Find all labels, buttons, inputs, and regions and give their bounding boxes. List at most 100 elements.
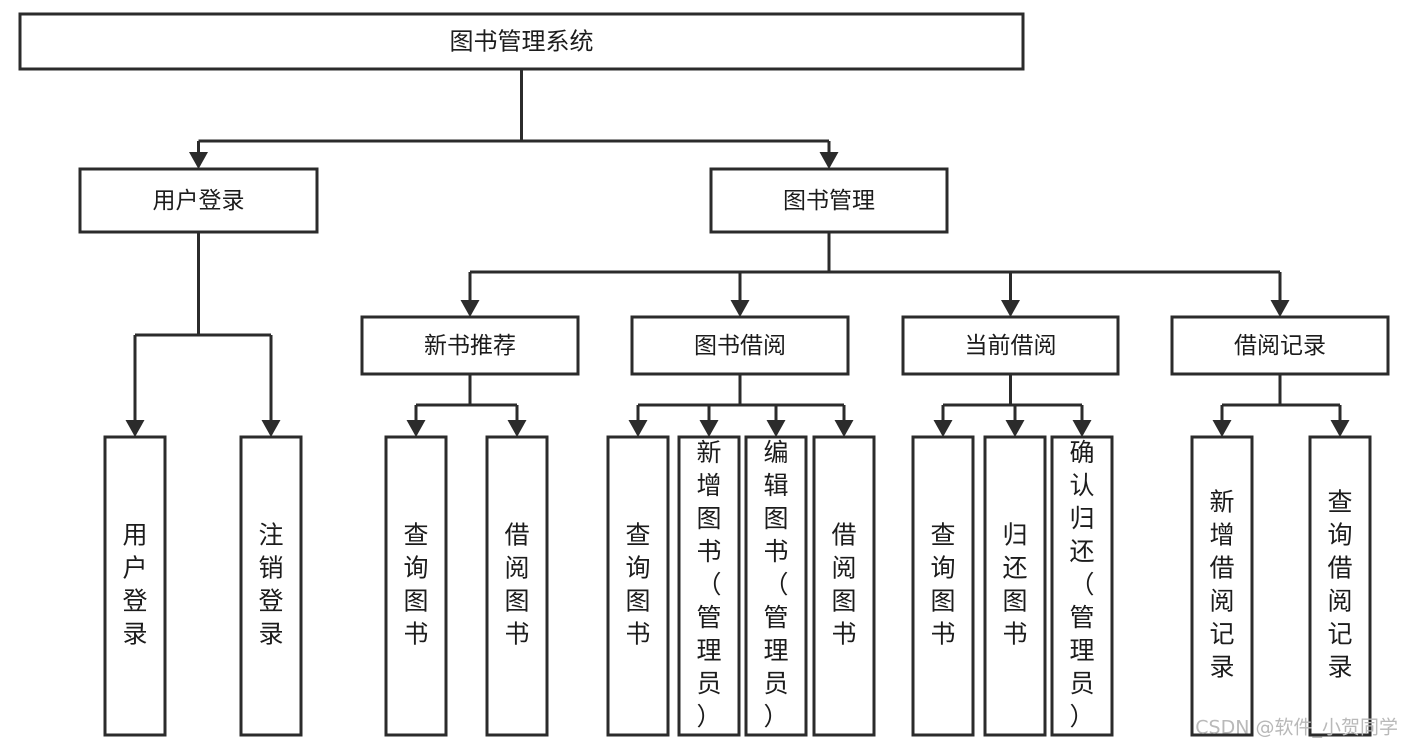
leaf-node-12-box[interactable]: [1190, 435, 1254, 737]
leaf-char: 查: [403, 521, 428, 550]
leaf-char: 书: [831, 620, 856, 649]
level2-node-1-box[interactable]: [78, 167, 319, 234]
leaf-char: 图: [403, 587, 428, 616]
node-layer: 图书管理系统用户登录图书管理新书推荐图书借阅当前借阅借阅记录用户登录注销登录查询…: [18, 12, 1390, 737]
leaf-char: 借: [504, 521, 529, 550]
leaf-node-8-box[interactable]: [812, 435, 876, 737]
arrow-head-icon: [460, 300, 480, 317]
arrow-head-icon: [406, 420, 426, 437]
arrow-head-icon: [834, 420, 854, 437]
leaf-node-10-box[interactable]: [983, 435, 1047, 737]
leaf-char: 员: [763, 669, 788, 698]
leaf-node-1-box[interactable]: [103, 435, 167, 737]
leaf-char: 书: [930, 620, 955, 649]
arrow-head-icon: [1330, 420, 1350, 437]
leaf-node-2-box[interactable]: [239, 435, 303, 737]
leaf-char: 询: [1327, 521, 1352, 550]
leaf-char: 询: [930, 554, 955, 583]
level3-node-4-label: 借阅记录: [1234, 333, 1326, 359]
leaf-node-7-box[interactable]: [744, 435, 808, 737]
level3-node-2-label: 图书借阅: [694, 333, 786, 359]
leaf-char: 阅: [1327, 587, 1352, 616]
arrow-head-icon: [189, 152, 208, 169]
leaf-node-11-box[interactable]: [1050, 435, 1114, 737]
leaf-char: 图: [1002, 587, 1027, 616]
leaf-char: 管: [1069, 603, 1094, 632]
leaf-char: 书: [1002, 620, 1027, 649]
leaf-char: （: [1069, 570, 1094, 599]
leaf-node-5-box[interactable]: [606, 435, 670, 737]
connector-layer: [125, 69, 1350, 437]
level2-node-2-label: 图书管理: [783, 188, 875, 214]
leaf-node-1-label: 用户登录: [122, 521, 147, 649]
leaf-char: 编: [763, 438, 788, 467]
leaf-char: 录: [1327, 653, 1352, 682]
leaf-char: 书: [504, 620, 529, 649]
leaf-char: 借: [1209, 554, 1234, 583]
leaf-char: 图: [831, 587, 856, 616]
leaf-char: 图: [763, 504, 788, 533]
leaf-char: 增: [696, 471, 721, 500]
arrow-head-icon: [1270, 300, 1290, 317]
arrow-head-icon: [730, 300, 750, 317]
level3-node-4-box[interactable]: [1170, 315, 1390, 376]
leaf-char: 还: [1069, 537, 1094, 566]
leaf-char: 记: [1209, 620, 1234, 649]
leaf-char: 归: [1069, 504, 1094, 533]
arrow-head-icon: [125, 420, 145, 437]
leaf-char: ）: [696, 702, 721, 731]
leaf-char: 阅: [1209, 587, 1234, 616]
level2-node-2-box[interactable]: [709, 167, 949, 234]
leaf-char: ）: [763, 702, 788, 731]
level3-node-1-box[interactable]: [360, 315, 580, 376]
level3-node-1-label: 新书推荐: [424, 333, 516, 359]
leaf-char: 销: [258, 554, 283, 583]
arrow-head-icon: [766, 420, 786, 437]
leaf-char: （: [696, 570, 721, 599]
leaf-char: 认: [1069, 471, 1094, 500]
leaf-char: 理: [763, 636, 788, 665]
leaf-char: 用: [122, 521, 147, 550]
level3-node-2-box[interactable]: [630, 315, 850, 376]
arrow-head-icon: [699, 420, 719, 437]
leaf-char: 员: [1069, 669, 1094, 698]
leaf-char: 书: [403, 620, 428, 649]
leaf-char: 管: [696, 603, 721, 632]
leaf-char: 阅: [831, 554, 856, 583]
level3-node-3-box[interactable]: [901, 315, 1120, 376]
leaf-char: 新: [696, 438, 721, 467]
leaf-char: 户: [122, 554, 147, 583]
arrow-head-icon: [507, 420, 527, 437]
leaf-char: 录: [122, 620, 147, 649]
leaf-node-13-box[interactable]: [1308, 435, 1372, 737]
leaf-node-6-box[interactable]: [677, 435, 741, 737]
leaf-char: 录: [1209, 653, 1234, 682]
leaf-char: 询: [403, 554, 428, 583]
arrow-head-icon: [1212, 420, 1232, 437]
arrow-head-icon: [1001, 300, 1020, 317]
root-node-label: 图书管理系统: [450, 28, 594, 56]
leaf-char: 查: [625, 521, 650, 550]
leaf-node-3-box[interactable]: [384, 435, 448, 737]
root-node-box[interactable]: [18, 12, 1025, 71]
leaf-char: 还: [1002, 554, 1027, 583]
leaf-char: 新: [1209, 488, 1234, 517]
leaf-node-9-box[interactable]: [911, 435, 975, 737]
leaf-char: 借: [1327, 554, 1352, 583]
leaf-char: 确: [1069, 438, 1094, 467]
leaf-char: 询: [625, 554, 650, 583]
leaf-char: 辑: [763, 471, 788, 500]
leaf-node-4-box[interactable]: [485, 435, 549, 737]
leaf-char: 理: [1069, 636, 1094, 665]
